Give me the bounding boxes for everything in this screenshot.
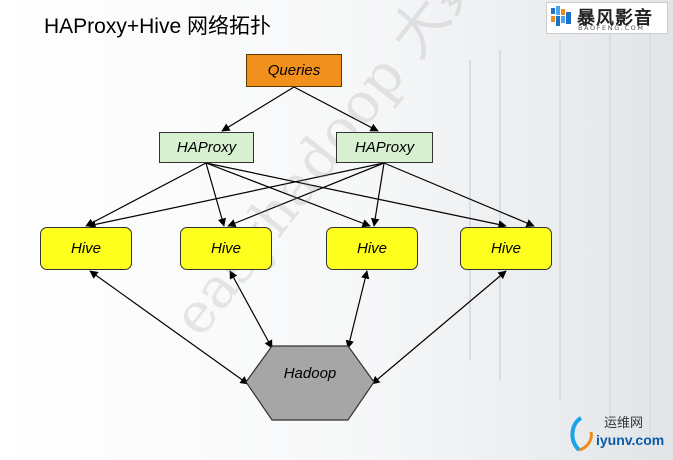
edge-haproxy1-hive3 [205, 162, 371, 228]
hadoop-node-label: Hadoop [283, 365, 337, 382]
iyunv-domain: iyunv.com [596, 432, 665, 448]
connectors [85, 86, 535, 385]
baofeng-logo-domain: BAOFENG.COM [578, 24, 645, 32]
edge-haproxy1-hive4 [205, 162, 507, 229]
edge-haproxy2-hive2 [227, 162, 385, 228]
edge-haproxy2-hive4 [383, 162, 535, 227]
baofeng-logo-icon [551, 6, 571, 26]
edge-queries-haproxy1 [221, 86, 295, 132]
hive-node-2: Hive [180, 227, 272, 270]
haproxy-node-1: HAProxy [159, 132, 254, 163]
edge-haproxy2-hive1 [87, 162, 385, 229]
edge-queries-haproxy2 [293, 86, 379, 132]
baofeng-logo-name: 暴风影音 [577, 8, 653, 29]
edge-haproxy1-hive1 [85, 162, 207, 227]
edge-hive2-hadoop [229, 270, 273, 349]
edge-haproxy1-hive2 [205, 162, 226, 227]
edge-hive4-hadoop [371, 270, 507, 385]
queries-node: Queries [246, 54, 342, 87]
haproxy-node-2: HAProxy [336, 132, 433, 163]
page-title: HAProxy+Hive 网络拓扑 [44, 15, 271, 38]
baofeng-logo: 暴风影音 BAOFENG.COM [546, 2, 668, 34]
edge-hive3-hadoop [345, 270, 370, 349]
hive-node-4: Hive [460, 227, 552, 270]
iyunv-logo-icon [570, 416, 593, 452]
hadoop-node-shape [245, 345, 375, 421]
edge-hive1-hadoop [89, 270, 249, 385]
edge-haproxy2-hive3 [371, 162, 385, 227]
hive-node-3: Hive [326, 227, 418, 270]
iyunv-name: 运维网 [604, 416, 644, 431]
iyunv-watermark: 运维网 iyunv.com [565, 410, 669, 456]
hive-node-1: Hive [40, 227, 132, 270]
